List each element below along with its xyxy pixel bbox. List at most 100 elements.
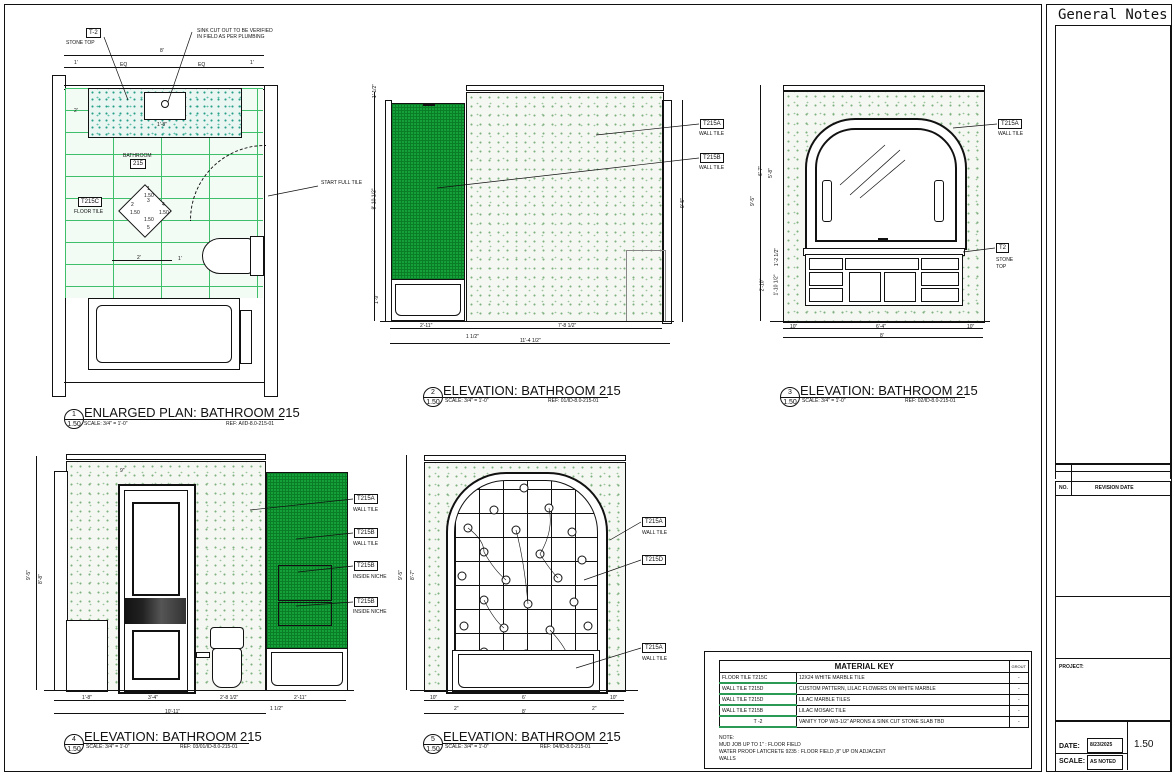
spacer-box	[1055, 596, 1171, 659]
elev3-sconce-left	[822, 180, 832, 222]
elev3-door-1	[849, 272, 881, 302]
elev3-ceiling	[783, 85, 985, 91]
elev5-floor	[410, 690, 638, 691]
elev2-dimline-total	[390, 343, 670, 344]
material-code: FLOOR TILE T215C	[719, 672, 797, 684]
elev5-view-num: 5	[431, 736, 435, 743]
material-row: WALL TILE T215D LILAC MARBLE TILES -	[719, 693, 1030, 706]
elev5-dim-a: 2"	[454, 706, 459, 712]
elev4-dimline-total	[54, 713, 266, 714]
title-block: General Notes NO. REVISION DATE PROJECT:…	[1046, 4, 1172, 772]
elev4-view-num: 4	[72, 736, 76, 743]
plan-leaders	[103, 31, 319, 197]
elev4-dim-e: 1 1/2"	[270, 706, 283, 712]
elev2-title: ELEVATION: BATHROOM 215	[443, 383, 621, 398]
elev3-title-rule	[800, 397, 965, 398]
plan-scale: SCALE: 3/4" = 1'-0"	[84, 421, 128, 427]
elev5-dim-w3: 10"	[610, 695, 618, 701]
elev2-dim-total: 11'-4 1/2"	[520, 338, 541, 344]
revision-no-label: NO.	[1059, 485, 1068, 491]
elev5-dim-w1: 10"	[430, 695, 438, 701]
plan-floor-tag: T215C	[78, 197, 103, 207]
elev4-door-stripe	[124, 598, 186, 624]
tile-num-5: 5	[147, 225, 150, 231]
material-desc: 12X24 WHITE MARBLE TILE	[796, 672, 1010, 684]
tile-sheet-a: 1.50	[144, 193, 154, 199]
elev3-stone: STONE	[996, 257, 1014, 263]
plan-dim-1c: 1'	[178, 256, 182, 262]
plan-ref: REF: A/ID-8.0-215-01	[226, 421, 275, 427]
revision-divider	[1071, 463, 1072, 495]
plan-dim-sink: 1'-8"	[157, 122, 167, 128]
elev5-leaders	[575, 521, 642, 669]
revision-grid	[1055, 463, 1171, 479]
material-code: WALL TILE T215D	[719, 693, 797, 706]
material-grout: -	[1008, 693, 1030, 706]
elev4-dim-top: 9"	[120, 468, 125, 474]
material-desc: CUSTOM PATTERN, LILAC FLOWERS ON WHITE M…	[796, 682, 1010, 695]
elev5-view-sheet: 1.50	[424, 744, 442, 754]
material-code: WALL TILE T215D	[719, 682, 797, 695]
plan-dim-2b: 2'	[137, 255, 141, 261]
elev4-floor	[44, 690, 354, 691]
elev2-ref: REF: 01/ID-8.0-215-01	[548, 398, 599, 404]
elev3-drawer-5	[809, 288, 843, 302]
elev3-door-2	[884, 272, 916, 302]
tile-num-3: 3	[147, 198, 150, 204]
elev5-wall-e: WALL TILE	[642, 656, 668, 662]
scale-value: AS NOTED	[1090, 759, 1116, 765]
elev4-wall-b: WALL TILE	[353, 541, 379, 547]
elev5-dim-total: 8'	[522, 709, 526, 715]
plan-dim-1a: 1'	[74, 60, 78, 66]
plan-view-marker: 1 1.50	[64, 409, 84, 429]
elev4-niche-d: INSIDE NICHE	[353, 609, 387, 615]
elev5-title: ELEVATION: BATHROOM 215	[443, 729, 621, 744]
elev3-dimline-total	[783, 337, 983, 338]
elev5-dimline-left	[406, 455, 407, 690]
elev4-ceiling	[66, 454, 266, 460]
elev2-wall-b: WALL TILE	[699, 165, 725, 171]
plan-room-num: 215	[130, 159, 147, 169]
tile-sheet-d: 1.50	[144, 217, 154, 223]
elev5-view-marker: 5 1.50	[423, 734, 443, 754]
date-scale-box	[1055, 720, 1171, 772]
elev3-mirror-glare	[839, 144, 906, 199]
elev2-tub	[391, 279, 465, 321]
elev4-tag-d: T215B	[354, 597, 378, 607]
sheet-number: 1.50	[1134, 739, 1154, 750]
elev5-dimline-bot	[424, 700, 624, 701]
elev4-niche-1	[278, 565, 332, 601]
elev2-right-wall	[662, 100, 672, 324]
elev4-tag-b: T215B	[354, 528, 378, 538]
plan-stone-top-label: STONE TOP	[66, 40, 95, 46]
elev3-ref: REF: 02/ID-8.0-215-01	[905, 398, 956, 404]
elev4-dim-d: 2'-11"	[294, 695, 307, 701]
elev4-door	[124, 490, 188, 692]
elev2-dim-a: 2'-11"	[420, 323, 433, 329]
elev4-leaders	[249, 498, 354, 607]
plan-tub-inner	[96, 305, 232, 363]
elev3-tag-a: T215A	[998, 119, 1022, 129]
elev4-mosaic-wall	[266, 472, 348, 650]
date-label: DATE:	[1059, 743, 1080, 750]
date-value-box	[1087, 738, 1123, 753]
material-row: T -2 VANITY TOP W/3-1/2" APRONS & SINK C…	[719, 715, 1030, 728]
plan-view-num: 1	[72, 411, 76, 418]
material-grout: -	[1008, 682, 1030, 695]
plan-dim-1b: 1'	[250, 60, 254, 66]
plan-view-sheet: 1.50	[65, 419, 83, 429]
elev5-tub-front	[458, 654, 594, 688]
elev4-scale: SCALE: 3/4" = 1'-0"	[86, 744, 130, 750]
elev5-dim-w2: 6'	[522, 695, 526, 701]
tile-sheet-b: 1.50	[130, 210, 140, 216]
material-key-table: MATERIAL KEY GROUT FLOOR TILE T215C 12X2…	[719, 660, 1030, 728]
elev3-dim-w2: 6'-4"	[876, 324, 886, 330]
material-note-3: WATER PROOF LATICRETE 9235 : FLOOR FIELD…	[719, 749, 886, 755]
material-grout: -	[1008, 704, 1030, 717]
plan-t2-tag: T-2	[86, 28, 101, 38]
material-grout: -	[1008, 672, 1030, 684]
elev2-view-marker: 2 1.50	[423, 387, 443, 407]
material-desc: LILAC MARBLE TILES	[796, 693, 1010, 706]
elev3-top: TOP	[996, 264, 1007, 270]
plan-floor-tile-label: FLOOR TILE	[74, 209, 104, 215]
